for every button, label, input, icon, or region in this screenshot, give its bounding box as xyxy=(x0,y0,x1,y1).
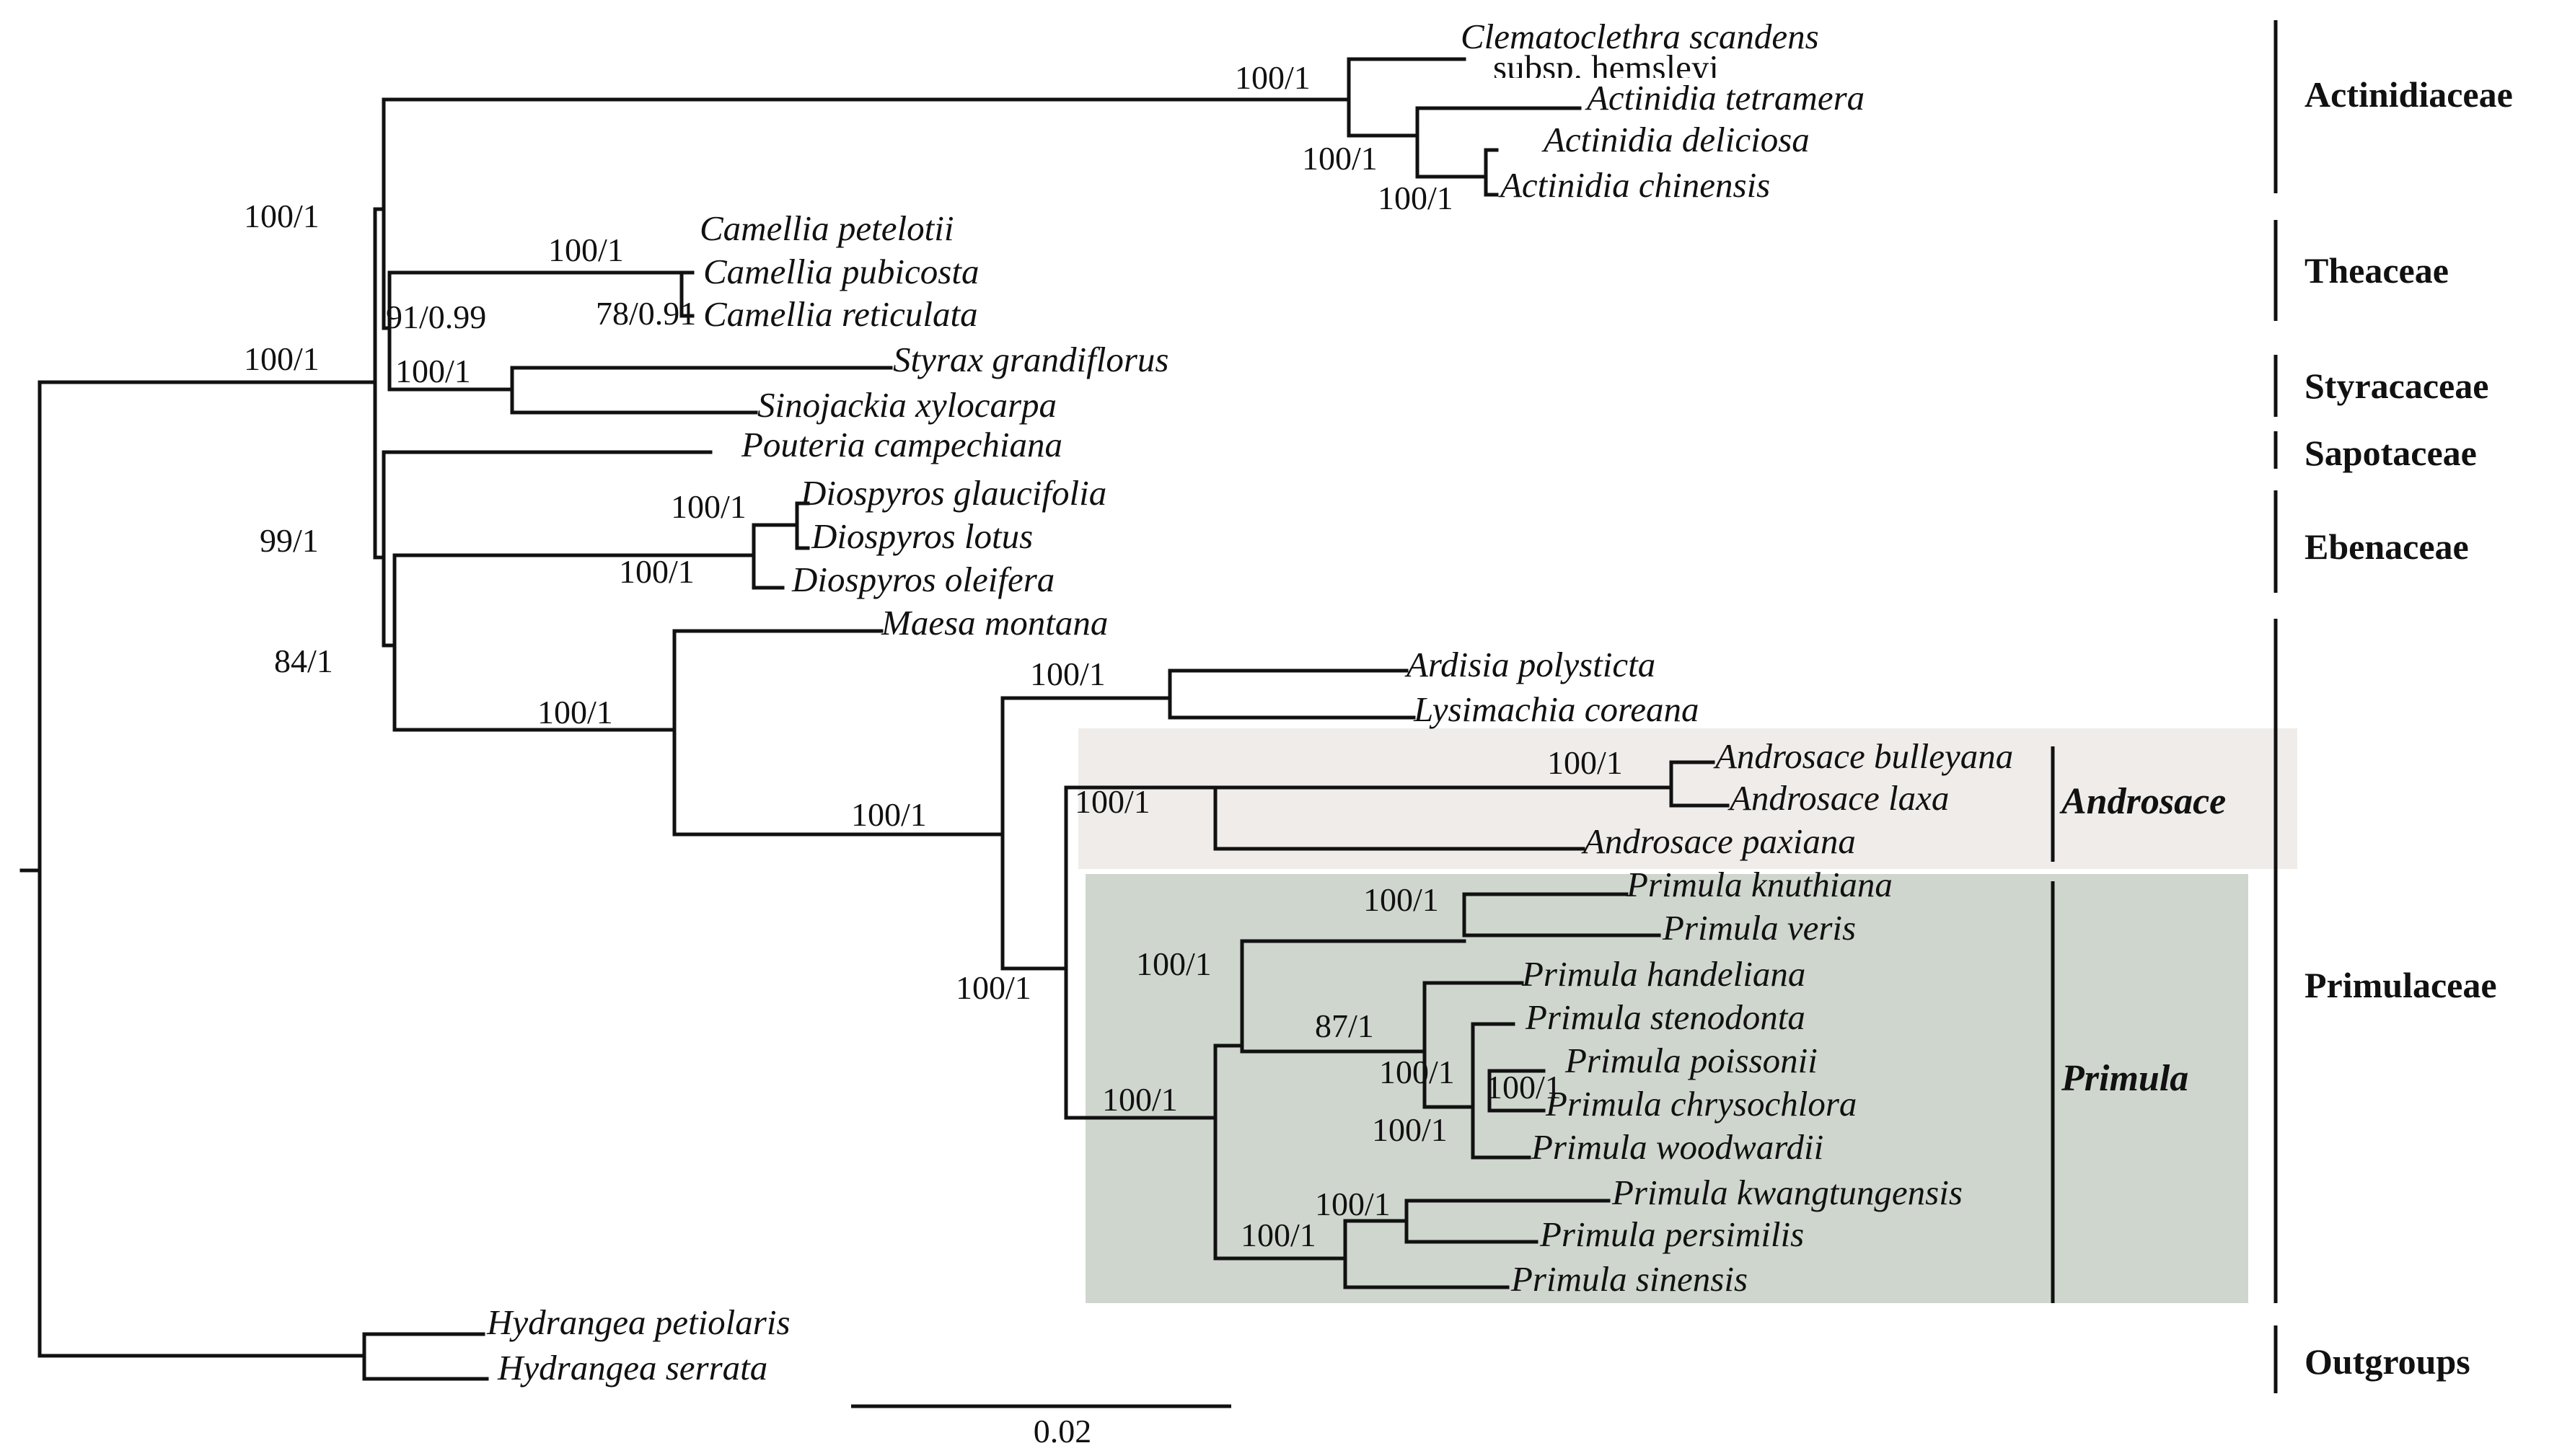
taxon-label: Primula veris xyxy=(1662,908,1856,948)
support-value: 100/1 xyxy=(244,198,320,234)
genus-label: Primula xyxy=(2061,1058,2188,1099)
taxon-label: Clematoclethra scandens xyxy=(1461,17,1819,56)
support-value: 100/1 xyxy=(1378,180,1453,216)
taxon-label: Androsace laxa xyxy=(1727,778,1949,818)
support-value: 100/1 xyxy=(1241,1217,1316,1253)
support-value: 100/1 xyxy=(548,231,624,268)
family-label: Actinidiaceae xyxy=(2305,74,2513,115)
clade-bars xyxy=(2051,20,2278,1393)
family-label: Outgroups xyxy=(2305,1341,2470,1382)
family-label: Ebenaceae xyxy=(2305,526,2469,567)
taxon-label: Androsace paxiana xyxy=(1581,821,1856,861)
taxon-label: Primula kwangtungensis xyxy=(1611,1173,1963,1212)
taxon-label: Hydrangea petiolaris xyxy=(486,1302,791,1342)
taxon-label: Primula stenodonta xyxy=(1525,997,1805,1037)
taxon-label: Primula woodwardii xyxy=(1531,1127,1823,1167)
support-value: 100/1 xyxy=(1102,1081,1178,1118)
support-value: 84/1 xyxy=(274,643,333,679)
support-value: 100/1 xyxy=(244,340,320,377)
taxon-label: Styrax grandiflorus xyxy=(893,340,1168,379)
support-value: 100/1 xyxy=(1363,881,1439,918)
taxon-label: Primula handeliana xyxy=(1521,954,1805,994)
support-value: 100/1 xyxy=(1302,140,1378,177)
support-value: 78/0.91 xyxy=(596,295,696,332)
support-value: 100/1 xyxy=(1379,1054,1455,1090)
support-value: 100/1 xyxy=(671,488,747,525)
tree-branches xyxy=(19,57,1730,1381)
support-labels: 100/1100/1100/1100/1100/191/0.99100/178/… xyxy=(244,59,1623,1253)
support-value: 100/1 xyxy=(1547,744,1623,781)
support-value: 87/1 xyxy=(1315,1007,1374,1044)
taxon-label: Diospyros oleifera xyxy=(791,560,1055,599)
taxon-label: Androsace bulleyana xyxy=(1713,736,2013,776)
family-label: Styracaceae xyxy=(2305,366,2488,406)
scale-label-group: 0.02 xyxy=(1034,1413,1092,1450)
support-value: 100/1 xyxy=(1486,1069,1562,1106)
support-value: 100/1 xyxy=(395,353,471,389)
support-value: 100/1 xyxy=(1315,1186,1391,1222)
support-value: 100/1 xyxy=(1030,656,1106,692)
family-label: Sapotaceae xyxy=(2305,433,2477,473)
scale-bar-label: 0.02 xyxy=(1034,1413,1092,1450)
taxon-label: Pouteria campechiana xyxy=(741,425,1062,464)
support-value: 100/1 xyxy=(1235,59,1311,96)
taxon-label: Diospyros glaucifolia xyxy=(800,473,1106,513)
taxon-label: Hydrangea serrata xyxy=(497,1348,767,1387)
taxon-label: Ardisia polysticta xyxy=(1404,645,1655,684)
taxon-label: Primula chrysochlora xyxy=(1545,1084,1857,1124)
support-value: 100/1 xyxy=(851,796,927,833)
taxon-label: Sinojackia xylocarpa xyxy=(757,385,1057,425)
taxon-label: Primula sinensis xyxy=(1510,1259,1748,1299)
taxon-label: Diospyros lotus xyxy=(811,516,1033,556)
taxon-label: Actinidia deliciosa xyxy=(1541,120,1810,159)
support-value: 99/1 xyxy=(260,522,319,559)
support-value: 100/1 xyxy=(1075,783,1150,820)
taxon-label: Primula poissonii xyxy=(1564,1041,1818,1080)
taxon-label: Actinidia chinensis xyxy=(1498,165,1770,205)
taxon-label: Camellia petelotii xyxy=(700,208,954,248)
taxon-label: Camellia pubicosta xyxy=(703,252,979,291)
taxon-label: Lysimachia coreana xyxy=(1413,689,1699,729)
support-value: 100/1 xyxy=(1136,945,1212,982)
family-labels: ActinidiaceaeTheaceaeStyracaceaeSapotace… xyxy=(2305,74,2513,1382)
androsace-highlight-box xyxy=(1078,728,2297,869)
taxon-label: Actinidia tetramera xyxy=(1585,78,1865,118)
taxon-label: Primula knuthiana xyxy=(1626,865,1893,904)
family-label: Primulaceae xyxy=(2305,965,2497,1005)
support-value: 91/0.99 xyxy=(386,299,486,335)
support-value: 100/1 xyxy=(619,553,695,590)
genus-label: Androsace xyxy=(2059,781,2226,822)
support-value: 100/1 xyxy=(956,969,1031,1006)
taxon-label: Maesa montana xyxy=(881,603,1108,643)
family-label: Theaceae xyxy=(2305,250,2449,291)
taxon-label: Camellia reticulata xyxy=(703,294,978,334)
taxon-label: subsp. hemsleyi xyxy=(1493,48,1719,87)
support-value: 100/1 xyxy=(537,694,613,731)
taxon-label: Primula persimilis xyxy=(1539,1214,1804,1254)
support-value: 100/1 xyxy=(1372,1111,1448,1148)
